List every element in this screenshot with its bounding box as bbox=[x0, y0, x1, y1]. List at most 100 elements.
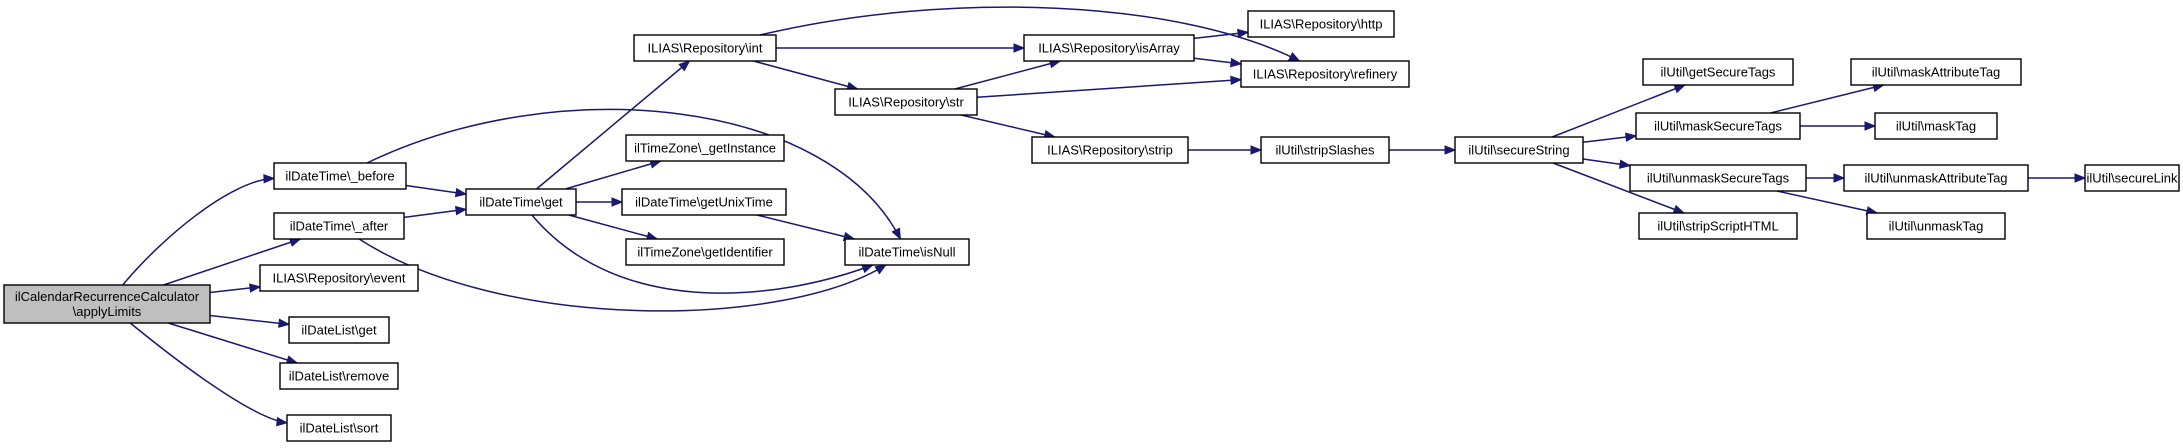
node-str[interactable]: ILIAS\Repository\str bbox=[834, 88, 978, 116]
node-box-refinery bbox=[1240, 60, 1410, 88]
node-after[interactable]: ilDateTime\_after bbox=[273, 212, 405, 240]
arrowhead-root-to-dlsort bbox=[276, 416, 289, 427]
edge-dtget-to-tzinst bbox=[565, 160, 661, 190]
arrowhead-unmaskattr-to-securelink bbox=[2074, 173, 2087, 183]
node-box-dtget bbox=[465, 188, 577, 216]
node-event[interactable]: ILIAS\Repository\event bbox=[259, 264, 419, 292]
node-label-refinery: ILIAS\Repository\refinery bbox=[1253, 67, 1398, 82]
arrowhead-strip-to-stripslashes bbox=[1250, 145, 1263, 155]
node-box-isnull bbox=[844, 238, 970, 266]
node-label-stripslashes: ilUtil\stripSlashes bbox=[1276, 143, 1375, 158]
node-label-unmaskattr: ilUtil\unmaskAttributeTag bbox=[1864, 171, 2007, 186]
node-label-unmasksecuretags: ilUtil\unmaskSecureTags bbox=[1647, 171, 1790, 186]
edge-dtget-to-int bbox=[536, 60, 690, 190]
node-tzinst[interactable]: ilTimeZone\_getInstance bbox=[625, 134, 785, 162]
node-label-unix: ilDateTime\getUnixTime bbox=[635, 195, 773, 210]
node-box-masktag bbox=[1874, 112, 1998, 140]
edges-layer bbox=[122, 6, 2087, 427]
node-tzid[interactable]: ilTimeZone\getIdentifier bbox=[625, 238, 785, 266]
edge-securestring-to-stripscript bbox=[1552, 162, 1685, 214]
edge-before-to-isnull bbox=[366, 108, 902, 240]
arrowhead-securestring-to-stripscript bbox=[1672, 204, 1686, 214]
node-getsecuretags[interactable]: ilUtil\getSecureTags bbox=[1642, 58, 1794, 86]
node-unix[interactable]: ilDateTime\getUnixTime bbox=[621, 188, 787, 216]
edge-unix-to-isnull bbox=[756, 214, 855, 240]
node-before[interactable]: ilDateTime\_before bbox=[273, 162, 407, 190]
node-unmaskattr[interactable]: ilUtil\unmaskAttributeTag bbox=[1843, 164, 2029, 192]
node-box-getsecuretags bbox=[1642, 58, 1794, 86]
node-box-tzinst bbox=[625, 134, 785, 162]
arrowhead-securestring-to-masksecuretags bbox=[1625, 132, 1638, 142]
node-box-unmasktag bbox=[1866, 212, 2006, 240]
arrowhead-isarray-to-http bbox=[1237, 28, 1250, 39]
arrowhead-str-to-refinery bbox=[1230, 75, 1243, 86]
node-dlsort[interactable]: ilDateList\sort bbox=[286, 414, 392, 442]
arrowhead-after-to-isnull bbox=[874, 264, 887, 275]
node-box-unmaskattr bbox=[1843, 164, 2029, 192]
node-label-stripscript: ilUtil\stripScriptHTML bbox=[1657, 219, 1778, 234]
edge-root-to-dlremove bbox=[167, 322, 298, 364]
edge-securestring-to-getsecuretags bbox=[1551, 84, 1686, 138]
edge-root-to-before bbox=[122, 177, 275, 286]
node-isnull[interactable]: ilDateTime\isNull bbox=[844, 238, 970, 266]
edge-dtget-to-tzid bbox=[568, 214, 658, 240]
node-strip[interactable]: ILIAS\Repository\strip bbox=[1031, 136, 1189, 164]
node-label-getsecuretags: ilUtil\getSecureTags bbox=[1661, 65, 1776, 80]
arrowhead-root-to-dlget bbox=[278, 318, 291, 328]
node-label-event: ILIAS\Repository\event bbox=[273, 271, 406, 286]
arrowhead-securestring-to-getsecuretags bbox=[1673, 84, 1687, 94]
node-box-root bbox=[3, 284, 211, 324]
arrowhead-securestring-to-unmasksecuretags bbox=[1618, 159, 1632, 169]
arrowhead-dtget-to-int bbox=[678, 60, 691, 72]
node-box-maskattr bbox=[1850, 58, 2022, 86]
edge-root-to-dlget bbox=[209, 314, 290, 326]
node-refinery[interactable]: ILIAS\Repository\refinery bbox=[1240, 60, 1410, 88]
arrowhead-isarray-to-refinery bbox=[1230, 57, 1243, 68]
nodes-layer: ilCalendarRecurrenceCalculator\applyLimi… bbox=[3, 10, 2180, 442]
node-box-securelink bbox=[2084, 164, 2180, 192]
node-label-strip: ILIAS\Repository\strip bbox=[1047, 143, 1173, 158]
node-maskattr[interactable]: ilUtil\maskAttributeTag bbox=[1850, 58, 2022, 86]
node-box-http bbox=[1247, 10, 1395, 38]
node-box-masksecuretags bbox=[1635, 112, 1801, 140]
node-box-isarray bbox=[1023, 34, 1195, 62]
node-box-unix bbox=[621, 188, 787, 216]
node-isarray[interactable]: ILIAS\Repository\isArray bbox=[1023, 34, 1195, 62]
node-masktag[interactable]: ilUtil\maskTag bbox=[1874, 112, 1998, 140]
node-http[interactable]: ILIAS\Repository\http bbox=[1247, 10, 1395, 38]
arrowhead-root-to-event bbox=[249, 283, 262, 293]
node-stripscript[interactable]: ilUtil\stripScriptHTML bbox=[1638, 212, 1798, 240]
node-box-dlsort bbox=[286, 414, 392, 442]
node-box-unmasksecuretags bbox=[1629, 164, 1807, 192]
node-root[interactable]: ilCalendarRecurrenceCalculator\applyLimi… bbox=[3, 284, 211, 324]
node-securestring[interactable]: ilUtil\secureString bbox=[1454, 136, 1584, 164]
node-masksecuretags[interactable]: ilUtil\maskSecureTags bbox=[1635, 112, 1801, 140]
node-box-str bbox=[834, 88, 978, 116]
node-stripslashes[interactable]: ilUtil\stripSlashes bbox=[1260, 136, 1390, 164]
node-label-int: ILIAS\Repository\int bbox=[648, 41, 763, 56]
arrowhead-unmasksecuretags-to-unmaskattr bbox=[1833, 173, 1846, 183]
edge-str-to-strip bbox=[961, 114, 1055, 138]
arrowhead-dtget-to-unix bbox=[611, 197, 624, 207]
node-label-tzinst: ilTimeZone\_getInstance bbox=[634, 141, 776, 156]
node-unmasksecuretags[interactable]: ilUtil\unmaskSecureTags bbox=[1629, 164, 1807, 192]
node-label-root: \applyLimits bbox=[73, 304, 142, 319]
node-box-strip bbox=[1031, 136, 1189, 164]
node-box-stripscript bbox=[1638, 212, 1798, 240]
node-unmasktag[interactable]: ilUtil\unmaskTag bbox=[1866, 212, 2006, 240]
arrowhead-stripslashes-to-securestring bbox=[1444, 145, 1457, 155]
arrowhead-root-to-before bbox=[263, 174, 276, 184]
edge-root-to-dlsort bbox=[129, 322, 288, 424]
arrowhead-before-to-isnull bbox=[891, 227, 902, 241]
node-securelink[interactable]: ilUtil\secureLink bbox=[2084, 164, 2180, 192]
node-int[interactable]: ILIAS\Repository\int bbox=[633, 34, 777, 62]
edge-masksecuretags-to-maskattr bbox=[1770, 84, 1884, 114]
node-dtget[interactable]: ilDateTime\get bbox=[465, 188, 577, 216]
node-label-root: ilCalendarRecurrenceCalculator bbox=[15, 289, 200, 304]
node-dlremove[interactable]: ilDateList\remove bbox=[279, 362, 399, 390]
node-label-str: ILIAS\Repository\str bbox=[848, 95, 964, 110]
node-label-dlremove: ilDateList\remove bbox=[289, 369, 389, 384]
node-dlget[interactable]: ilDateList\get bbox=[288, 316, 390, 344]
edge-int-to-refinery bbox=[759, 6, 1300, 62]
node-box-after bbox=[273, 212, 405, 240]
